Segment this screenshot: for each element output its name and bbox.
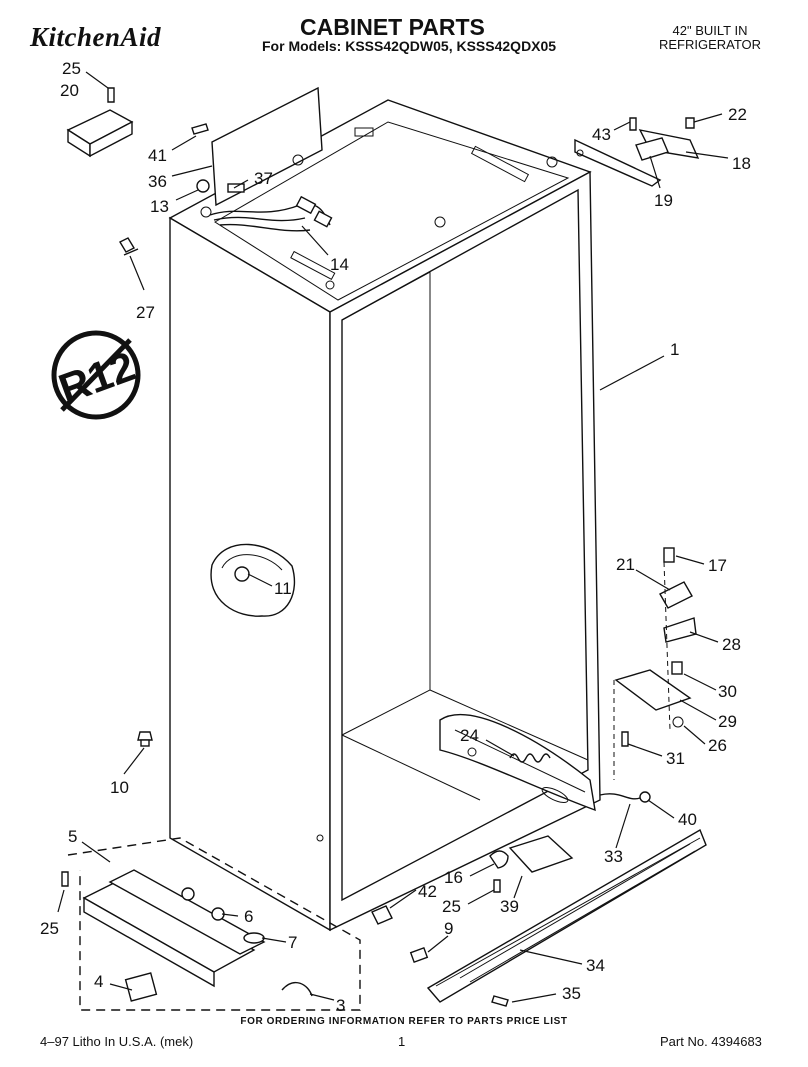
callout: 31 [666, 749, 685, 768]
callout: 22 [728, 105, 747, 124]
callout: 37 [254, 169, 273, 188]
callout: 42 [418, 882, 437, 901]
ordering-note: FOR ORDERING INFORMATION REFER TO PARTS … [240, 1016, 568, 1027]
callout: 18 [732, 154, 751, 173]
models-subtitle: For Models: KSSS42QDW05, KSSS42QDX05 [262, 38, 557, 54]
callout: 13 [150, 197, 169, 216]
callout: 11 [274, 579, 292, 598]
callout: 35 [562, 984, 581, 1003]
litho-note: 4–97 Litho In U.S.A. (mek) [40, 1034, 194, 1049]
callout: 1 [670, 340, 679, 359]
callout: 24 [460, 726, 479, 745]
callout: 3 [336, 996, 345, 1015]
callout: 30 [718, 682, 737, 701]
callout: 19 [654, 191, 673, 210]
product-type-line2: REFRIGERATOR [658, 37, 762, 52]
small-parts [66, 87, 707, 1007]
callout: 34 [586, 956, 605, 975]
callout: 20 [60, 81, 79, 100]
callout: 33 [604, 847, 623, 866]
part-number: Part No. 4394683 [660, 1034, 762, 1049]
callout: 4 [94, 972, 103, 991]
callout: 41 [148, 146, 167, 165]
callout: 6 [244, 907, 253, 926]
callout: 26 [708, 736, 727, 755]
callout: 39 [500, 897, 519, 916]
callout: 17 [708, 556, 727, 575]
leveling-assembly [61, 837, 361, 1011]
callout: 7 [288, 933, 297, 952]
callout: 40 [678, 810, 697, 829]
callout: 25 [40, 919, 59, 938]
callout-numbers: 25 20 41 36 37 13 14 27 22 43 18 19 1 11… [40, 59, 751, 1015]
callout: 25 [442, 897, 461, 916]
callout: 28 [722, 635, 741, 654]
cabinet-assembly [168, 86, 662, 932]
callout: 14 [330, 255, 349, 274]
brand-logo: KitchenAid [30, 22, 162, 52]
callout: 29 [718, 712, 737, 731]
product-type-line1: 42" BUILT IN [672, 23, 748, 38]
callout: 43 [592, 125, 611, 144]
page-title: CABINET PARTS [300, 14, 485, 40]
callout: 27 [136, 303, 155, 322]
callout: 5 [68, 827, 77, 846]
product-type: 42" BUILT IN REFRIGERATOR [645, 24, 775, 52]
callout: 21 [616, 555, 635, 574]
page-number: 1 [398, 1034, 406, 1049]
no-r12-badge: R12 [51, 330, 141, 420]
callout: 25 [62, 59, 81, 78]
callout: 36 [148, 172, 167, 191]
callout: 16 [444, 868, 463, 887]
callout: 10 [110, 778, 129, 797]
leader-lines [57, 71, 729, 1003]
callout: 9 [444, 919, 453, 938]
